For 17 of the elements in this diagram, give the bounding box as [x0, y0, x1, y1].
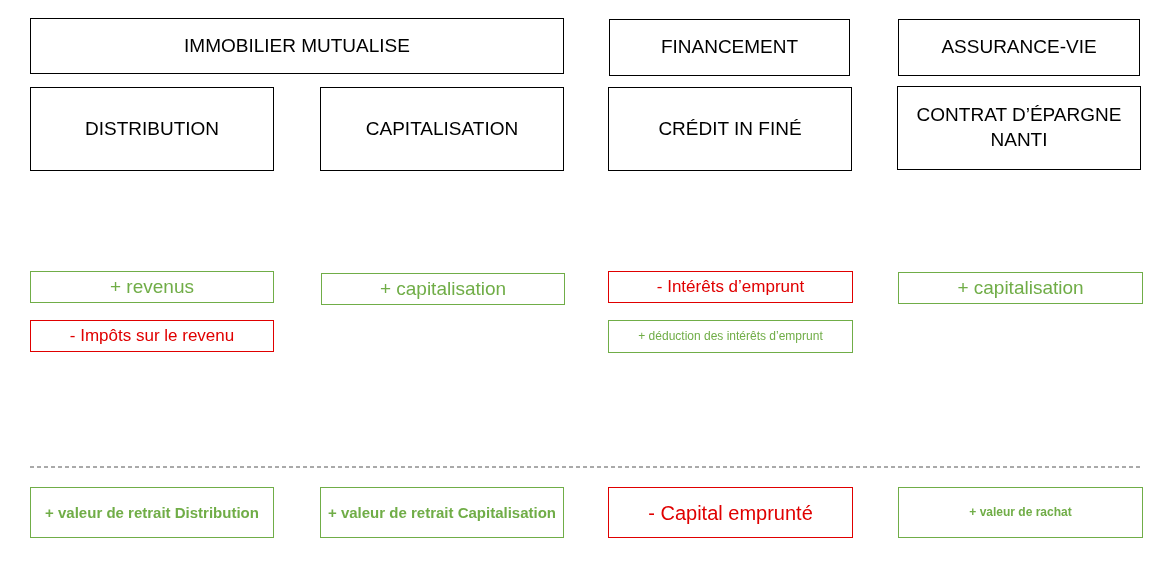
cost-box: - Capital emprunté — [608, 487, 853, 538]
gain-box: + valeur de rachat — [898, 487, 1143, 538]
gain-box: + capitalisation — [321, 273, 565, 305]
strategy-box: CRÉDIT IN FINÉ — [608, 87, 852, 171]
category-header: FINANCEMENT — [609, 19, 850, 76]
strategy-box: DISTRIBUTION — [30, 87, 274, 171]
gain-box: + revenus — [30, 271, 274, 303]
gain-box: + déduction des intérêts d’emprunt — [608, 320, 853, 353]
strategy-box: CAPITALISATION — [320, 87, 564, 171]
category-header: IMMOBILIER MUTUALISE — [30, 18, 564, 74]
strategy-box: CONTRAT D’ÉPARGNE NANTI — [897, 86, 1141, 170]
gain-box: + valeur de retrait Capitalisation — [320, 487, 564, 538]
gain-box: + valeur de retrait Distribution — [30, 487, 274, 538]
category-header: ASSURANCE-VIE — [898, 19, 1140, 76]
gain-box: + capitalisation — [898, 272, 1143, 304]
cost-box: - Impôts sur le revenu — [30, 320, 274, 352]
cost-box: - Intérêts d’emprunt — [608, 271, 853, 303]
